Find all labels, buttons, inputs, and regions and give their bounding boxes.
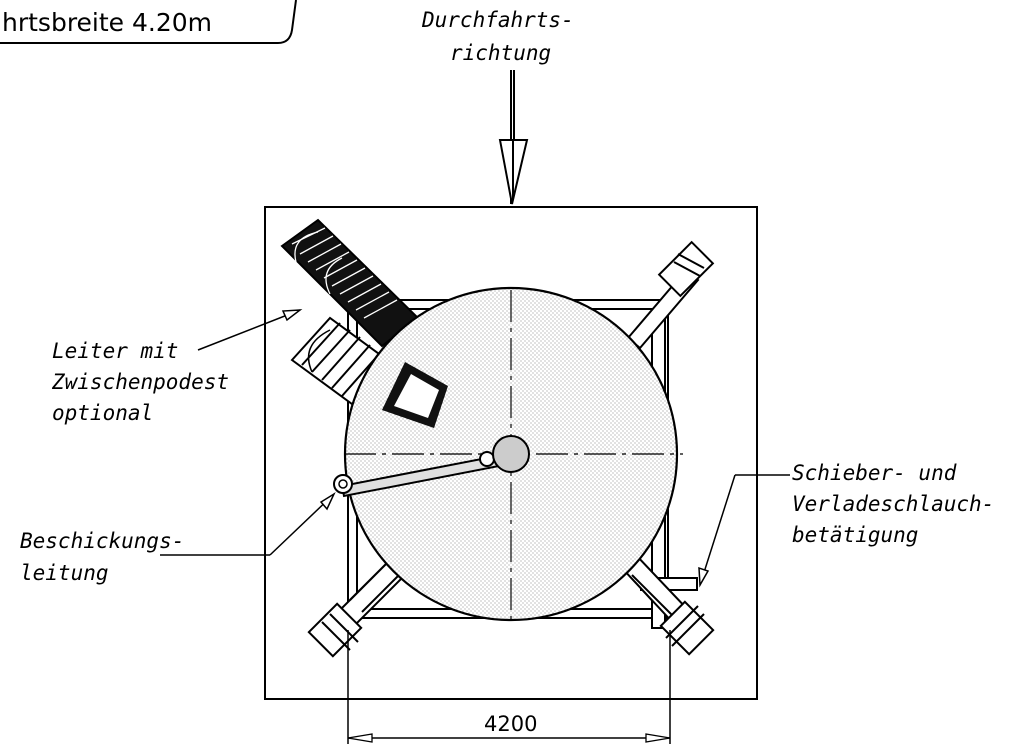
width-tag: hrtsbreite 4.20m: [0, 0, 297, 44]
dimension-label: 4200: [484, 712, 537, 736]
central-hub: [492, 435, 530, 473]
leg-top-right: [626, 240, 715, 350]
slide-annotation: Schieber- und Verladeschlauch- betätigun…: [698, 461, 994, 588]
ladder-label-line1: Leiter mit: [52, 339, 178, 363]
direction-arrow: Durchfahrts- richtung: [421, 8, 574, 205]
slide-label-line2: Verladeschlauch-: [792, 492, 994, 516]
ladder-label-line2: Zwischenpodest: [51, 370, 229, 394]
slide-label-line1: Schieber- und: [792, 461, 957, 485]
roof-hatch: [382, 362, 448, 428]
ladder-annotation: Leiter mit Zwischenpodest optional: [51, 309, 303, 425]
slide-label-line3: betätigung: [792, 523, 918, 547]
ladder-label-line3: optional: [52, 401, 153, 425]
feed-label-line1: Beschickungs-: [20, 529, 184, 553]
feed-annotation: Beschickungs- leitung: [20, 492, 336, 585]
feed-label-line2: leitung: [20, 561, 109, 585]
direction-label-line2: richtung: [450, 41, 551, 65]
leg-bottom-left: [307, 553, 412, 658]
direction-label-line1: Durchfahrts-: [421, 8, 574, 32]
ladder-platform: [280, 218, 420, 406]
dimension-4200: 4200: [347, 630, 671, 744]
width-tag-text: hrtsbreite 4.20m: [2, 8, 212, 37]
footprint-outline: [264, 206, 758, 700]
